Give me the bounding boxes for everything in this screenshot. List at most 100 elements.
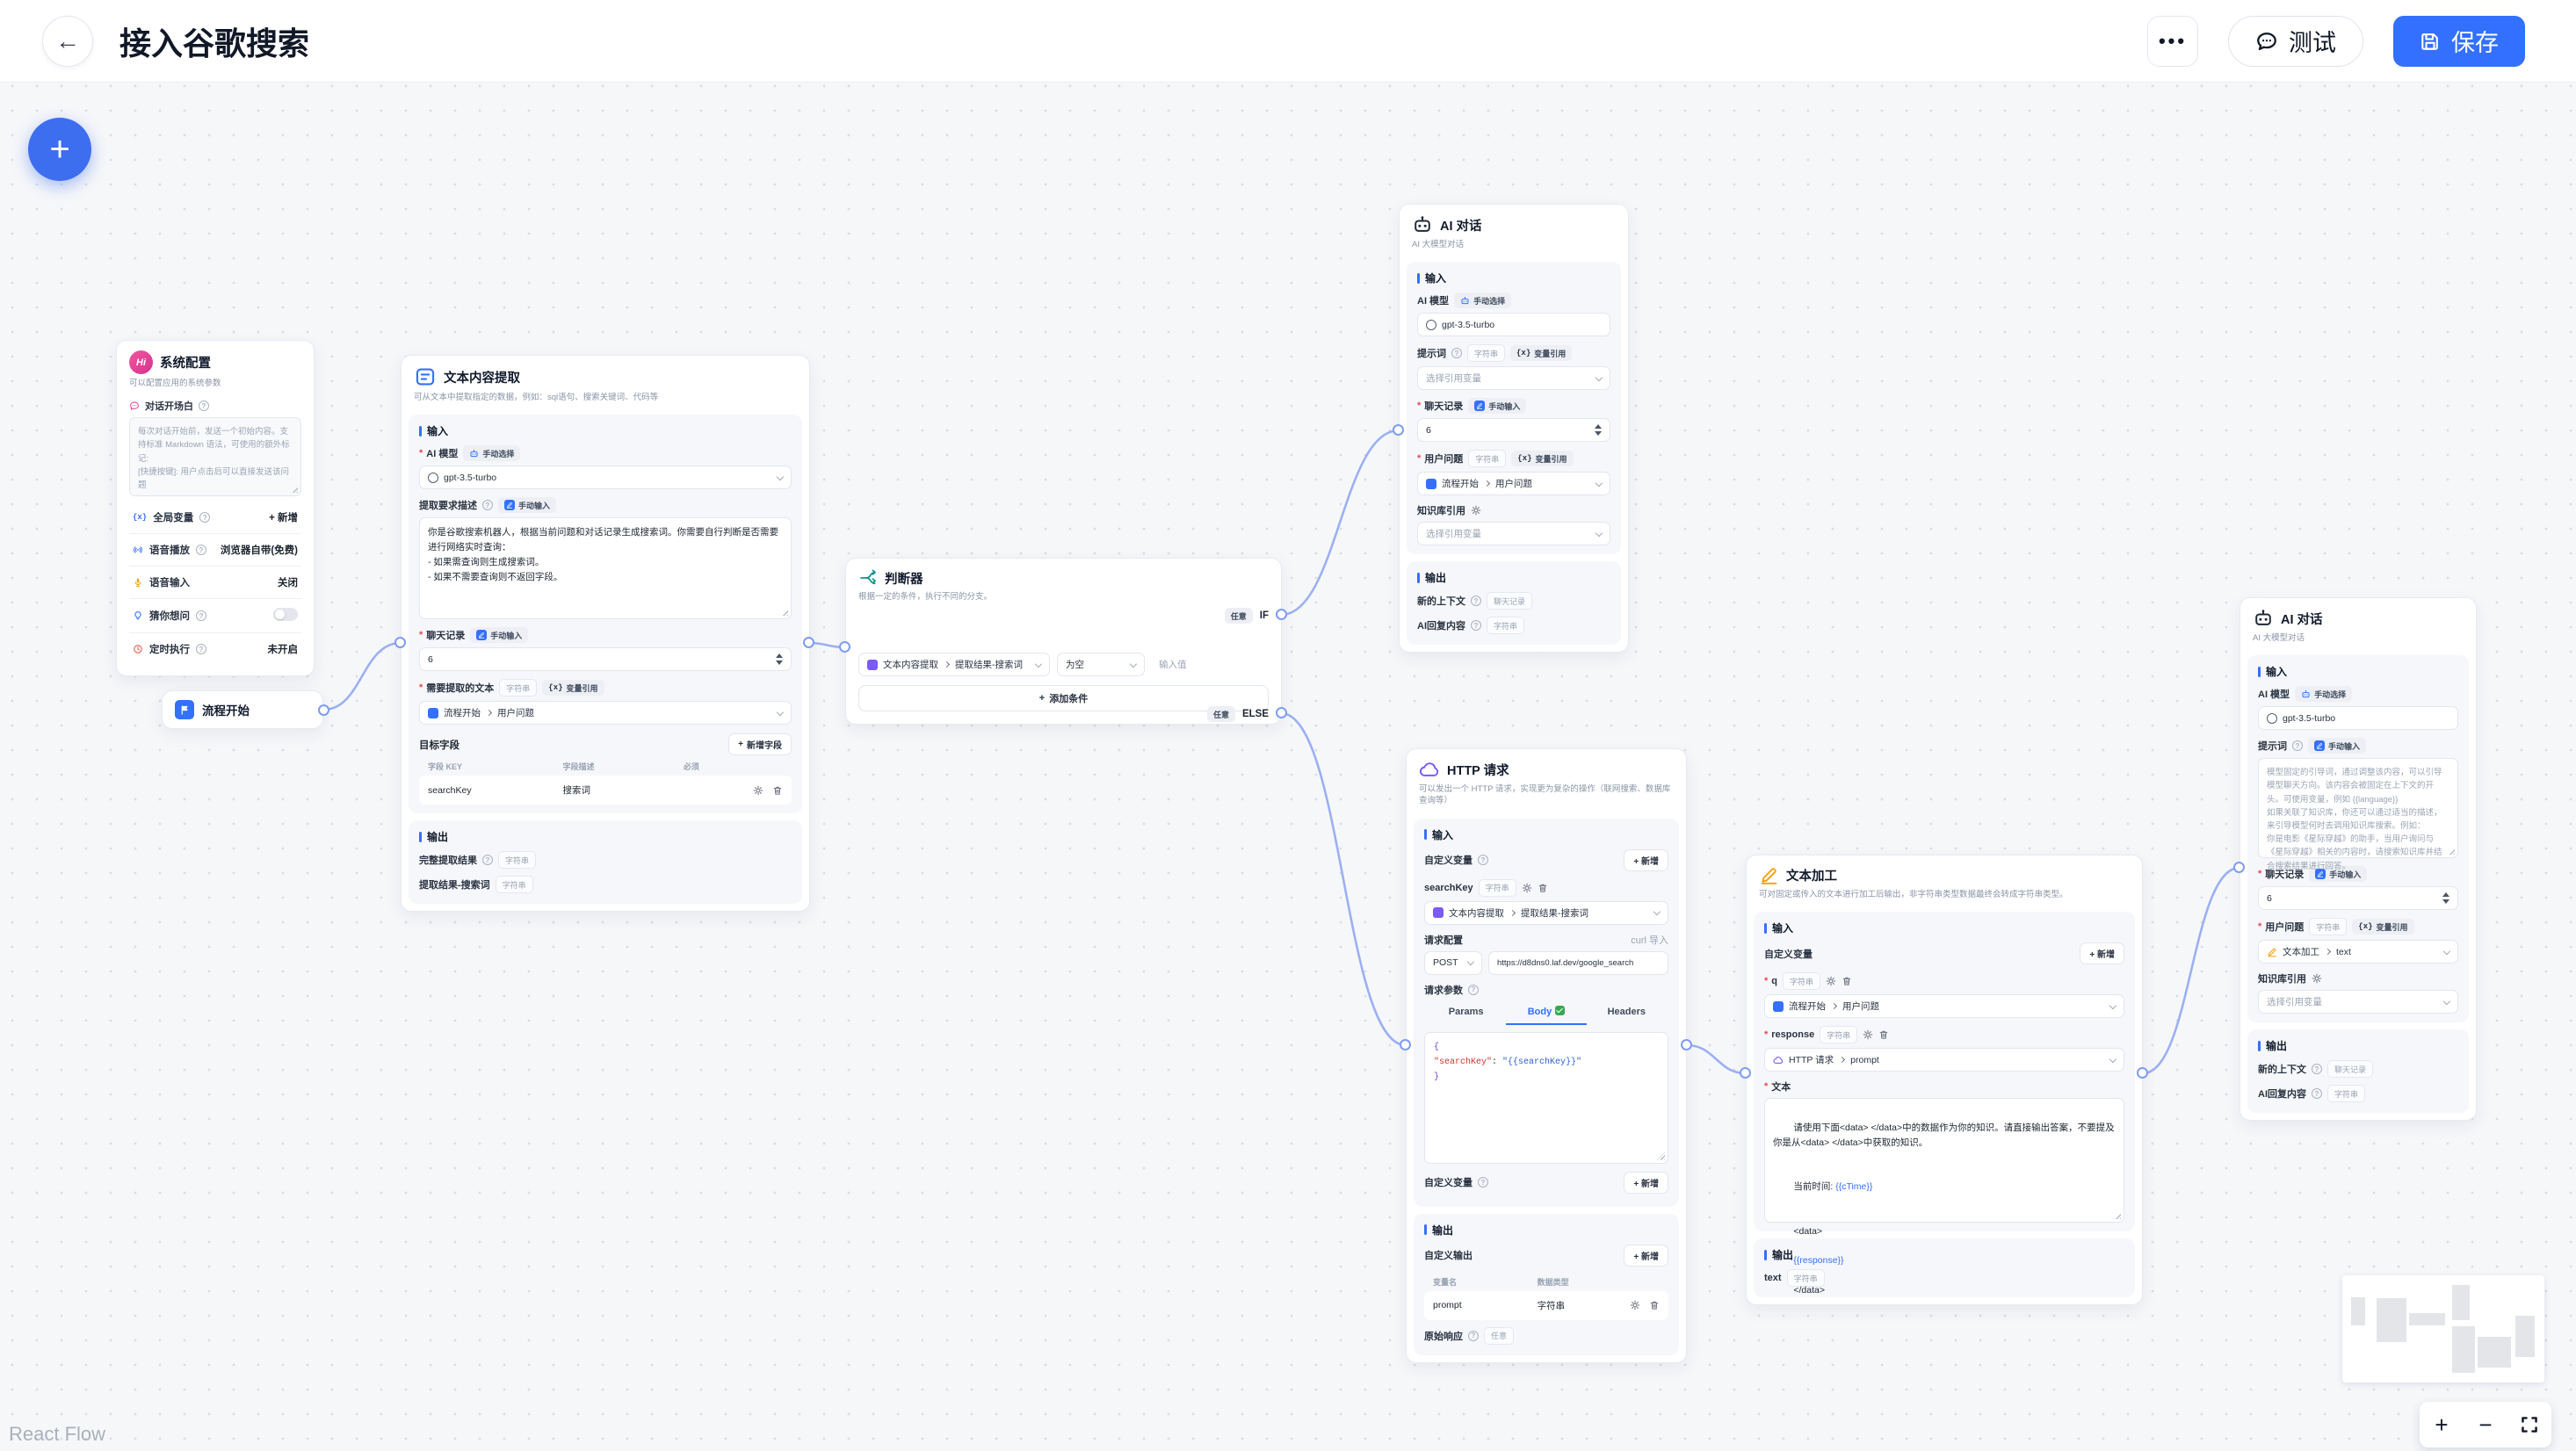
test-button[interactable]: 测试 [2228,15,2363,67]
node-flow-start[interactable]: 流程开始 [162,690,323,729]
gear-icon[interactable] [2312,973,2322,984]
save-button[interactable]: 保存 [2393,15,2525,67]
number-stepper[interactable] [2442,892,2449,905]
add-field-button[interactable]: + 新增字段 [728,733,792,756]
output-row[interactable]: prompt 字符串 [1424,1290,1668,1320]
node-http-request[interactable]: HTTP 请求 可以发出一个 HTTP 请求，实现更为复杂的操作（联网搜索、数据… [1406,748,1687,1363]
help-icon[interactable]: ? [1471,620,1481,632]
help-icon[interactable]: ? [482,500,493,511]
react-flow-attribution[interactable]: React Flow [9,1423,106,1445]
tab-body[interactable]: Body [1506,1005,1587,1025]
curl-import-button[interactable]: curl 导入 [1631,935,1668,946]
manual-input-badge[interactable]: 手动输入 [2308,738,2367,754]
node-text-editor[interactable]: 文本加工 可对固定或传入的文本进行加工后输出，非字符串类型数据最终会转成字符串类… [1746,855,2143,1306]
more-button[interactable]: ••• [2147,15,2198,67]
text-template-textarea[interactable]: 请使用下面<data> </data>中的数据作为你的知识。请直接输出答案，不要… [1764,1098,2124,1296]
help-icon[interactable]: ? [1468,1330,1479,1341]
prompt-textarea[interactable]: 模型固定的引导词，通过调整该内容，可以引导模型聊天方向。该内容会被固定在上下文的… [2258,758,2458,871]
tab-params[interactable]: Params [1448,1007,1484,1018]
manual-input-badge[interactable]: 手动输入 [470,627,529,644]
help-icon[interactable]: ? [1451,348,1462,359]
guess-toggle[interactable] [273,608,298,622]
resize-handle[interactable] [1657,1151,1665,1160]
help-icon[interactable]: ? [196,610,206,622]
help-icon[interactable]: ? [1471,596,1481,607]
resize-handle[interactable] [2113,1211,2121,1220]
schedule-value[interactable]: 未开启 [267,645,299,656]
model-select[interactable]: gpt-3.5-turbo [419,466,792,490]
node-handle-airight-in[interactable] [2233,862,2245,873]
add-node-button[interactable]: + [28,118,91,181]
history-rounds-input[interactable]: 6 [419,647,792,672]
zoom-in-button[interactable]: + [2435,1411,2449,1438]
prompt-var-select[interactable]: 选择引用变量 [1417,366,1610,391]
gear-icon[interactable] [753,785,763,796]
stt-value[interactable]: 关闭 [278,578,298,589]
node-text-extract[interactable]: 文本内容提取 可从文本中提取指定的数据，例如：sql语句、搜索关键词、代码等 输… [401,355,810,913]
resize-handle[interactable] [2447,847,2455,855]
opening-textarea[interactable]: 每次对话开始前，发送一个初始内容。支持标准 Markdown 语法，可使用的额外… [129,417,301,497]
extract-description-textarea[interactable]: 你是谷歌搜索机器人，根据当前问题和对话记录生成搜索词。你需要自行判断是否需要进行… [419,517,792,620]
manual-input-badge[interactable]: 手动输入 [498,497,557,514]
help-icon[interactable]: ? [1468,984,1479,995]
add-var-button[interactable]: + 新增 [2080,942,2124,965]
zoom-out-button[interactable]: − [2478,1411,2493,1438]
help-icon[interactable]: ? [199,401,209,412]
gear-icon[interactable] [1522,883,1532,893]
q-ref-select[interactable]: 流程开始用户问题 [1764,994,2124,1019]
gear-icon[interactable] [1630,1300,1640,1310]
help-icon[interactable]: ? [2312,1064,2322,1075]
trash-icon[interactable] [1878,1029,1889,1040]
help-icon[interactable]: ? [1478,1177,1488,1188]
source-ref-select[interactable]: 流程开始用户问题 [419,701,792,726]
node-handle-extract-out[interactable] [803,637,814,648]
kb-var-select[interactable]: 选择引用变量 [1417,522,1610,546]
var-ref-badge[interactable]: {x}变量引用 [2352,919,2414,935]
model-select[interactable]: gpt-3.5-turbo [1417,313,1610,337]
condition-value-input[interactable]: 输入值 [1159,660,1187,671]
number-stepper[interactable] [1595,424,1602,437]
resize-handle[interactable] [780,608,788,617]
gear-icon[interactable] [1863,1029,1873,1040]
searchkey-ref-select[interactable]: 文本内容提取提取结果-搜索词 [1424,900,1668,925]
node-handle-text-in[interactable] [1740,1067,1751,1079]
var-ref-badge[interactable]: {x}变量引用 [1511,451,1574,467]
resize-handle[interactable] [290,485,298,494]
back-button[interactable]: ← [42,15,93,67]
help-icon[interactable]: ? [196,644,206,655]
help-icon[interactable]: ? [482,855,493,866]
body-code-editor[interactable]: { "searchKey": "{{searchKey}}" } [1424,1031,1668,1164]
gear-icon[interactable] [1471,505,1481,516]
var-ref-badge[interactable]: {x}变量引用 [542,680,604,697]
add-var-button[interactable]: + 新增 [1624,848,1668,871]
node-handle-extract-in[interactable] [394,637,406,648]
kb-var-select[interactable]: 选择引用变量 [2258,990,2458,1014]
field-row[interactable]: searchKey 搜索词 [419,776,792,805]
tab-headers[interactable]: Headers [1607,1007,1646,1018]
gear-icon[interactable] [1826,976,1836,986]
node-handle-cond-if[interactable] [1276,609,1287,620]
trash-icon[interactable] [1842,976,1852,986]
manual-input-badge[interactable]: 手动输入 [2309,866,2368,883]
trash-icon[interactable] [772,785,783,796]
manual-select-badge[interactable]: 手动选择 [1454,292,1512,309]
node-handle-text-out[interactable] [2137,1067,2148,1079]
node-handle-cond-else[interactable] [1276,707,1287,718]
question-ref-select[interactable]: 流程开始用户问题 [1417,472,1610,496]
help-icon[interactable]: ? [199,512,211,523]
trash-icon[interactable] [1538,883,1548,893]
manual-select-badge[interactable]: 手动选择 [2295,686,2353,703]
node-handle-aitop-in[interactable] [1393,424,1404,436]
number-stepper[interactable] [776,653,783,666]
url-input[interactable]: https://d8dns0.laf.dev/google_search [1488,950,1668,975]
add-var-button[interactable]: + 新增 [1624,1171,1668,1194]
node-condition[interactable]: 判断器 根据一定的条件，执行不同的分支。 任意 IF 文本内容提取提取结果-搜索… [845,558,1282,725]
manual-select-badge[interactable]: 手动选择 [463,445,521,462]
node-ai-chat-top[interactable]: AI 对话 AI 大模型对话 输入 AI 模型 手动选择 gpt-3.5-tur… [1399,204,1629,653]
node-handle-cond-in[interactable] [839,641,850,653]
minimap[interactable] [2342,1275,2544,1382]
condition-operator-select[interactable]: 为空 [1057,653,1145,677]
var-ref-badge[interactable]: {x}变量引用 [1510,345,1573,362]
